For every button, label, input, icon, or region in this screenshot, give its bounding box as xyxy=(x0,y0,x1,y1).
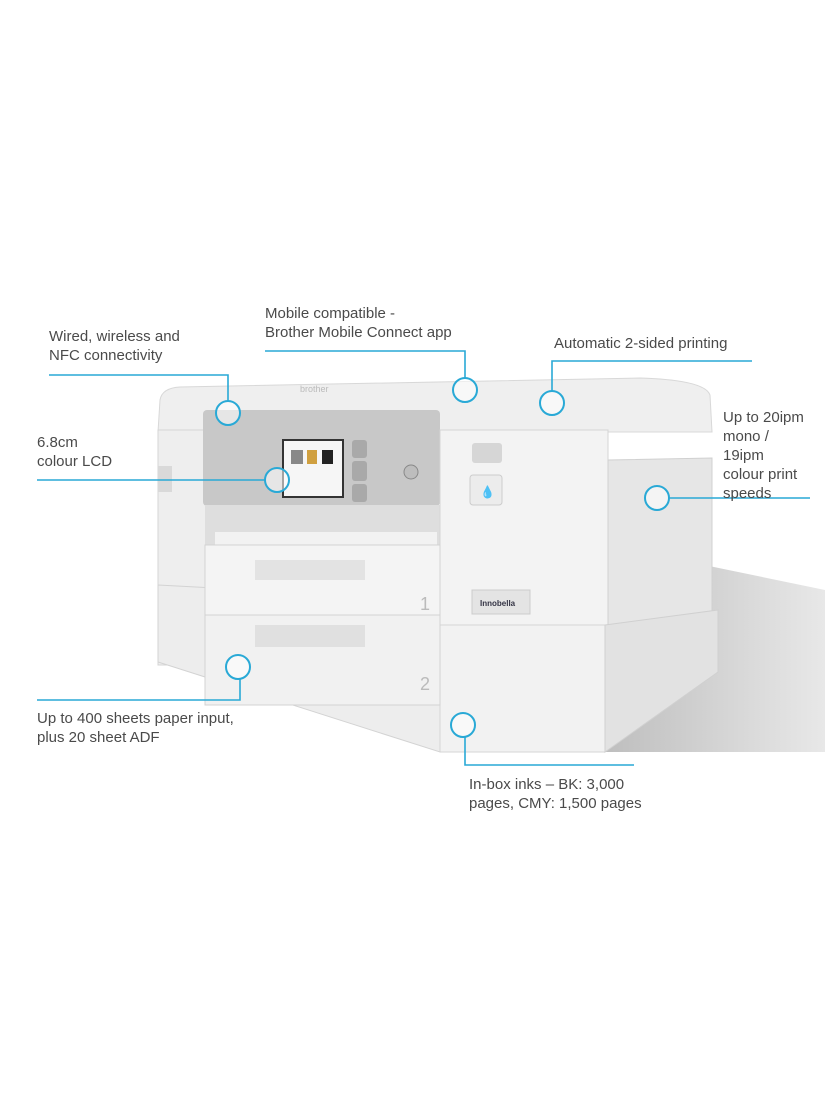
home-button xyxy=(352,461,367,481)
brother-logo: brother xyxy=(300,384,329,394)
callout-mobile: Mobile compatible - Brother Mobile Conne… xyxy=(265,305,452,341)
power-button xyxy=(403,464,419,480)
side-slot xyxy=(158,466,172,492)
callout-inks: In-box inks – BK: 3,000 pages, CMY: 1,50… xyxy=(469,776,642,812)
lcd-screen xyxy=(282,439,344,498)
callout-lines xyxy=(37,350,810,766)
innobella-logo: Innobella xyxy=(480,599,516,608)
lower-right-side xyxy=(604,609,719,753)
back-button xyxy=(352,440,367,458)
callout-lcd: 6.8cm colour LCD xyxy=(37,434,113,470)
marker-paper[interactable] xyxy=(225,654,251,680)
cancel-button xyxy=(352,484,367,502)
marker-lcd[interactable] xyxy=(264,467,290,493)
tray-1-handle xyxy=(255,560,365,580)
marker-inks[interactable] xyxy=(450,712,476,738)
ink-drop-icon: 💧 xyxy=(480,485,495,499)
marker-duplex[interactable] xyxy=(539,390,565,416)
ink-icon-tab xyxy=(469,474,503,506)
tray-2-number: 2 xyxy=(420,674,430,694)
tray-1-number: 1 xyxy=(420,594,430,614)
marker-mobile[interactable] xyxy=(452,377,478,403)
callout-markers xyxy=(215,377,670,738)
marker-connectivity[interactable] xyxy=(215,400,241,426)
marker-speed[interactable] xyxy=(644,485,670,511)
callout-speed: Up to 20ipm mono / 19ipm colour print sp… xyxy=(723,409,804,502)
callout-connectivity: Wired, wireless and NFC connectivity xyxy=(49,328,180,364)
callout-duplex: Automatic 2-sided printing xyxy=(554,335,728,352)
callout-paper: Up to 400 sheets paper input, plus 20 sh… xyxy=(37,710,234,746)
ink-cover-handle xyxy=(472,443,502,463)
tray-2-handle xyxy=(255,625,365,647)
innobella-label xyxy=(471,589,531,615)
